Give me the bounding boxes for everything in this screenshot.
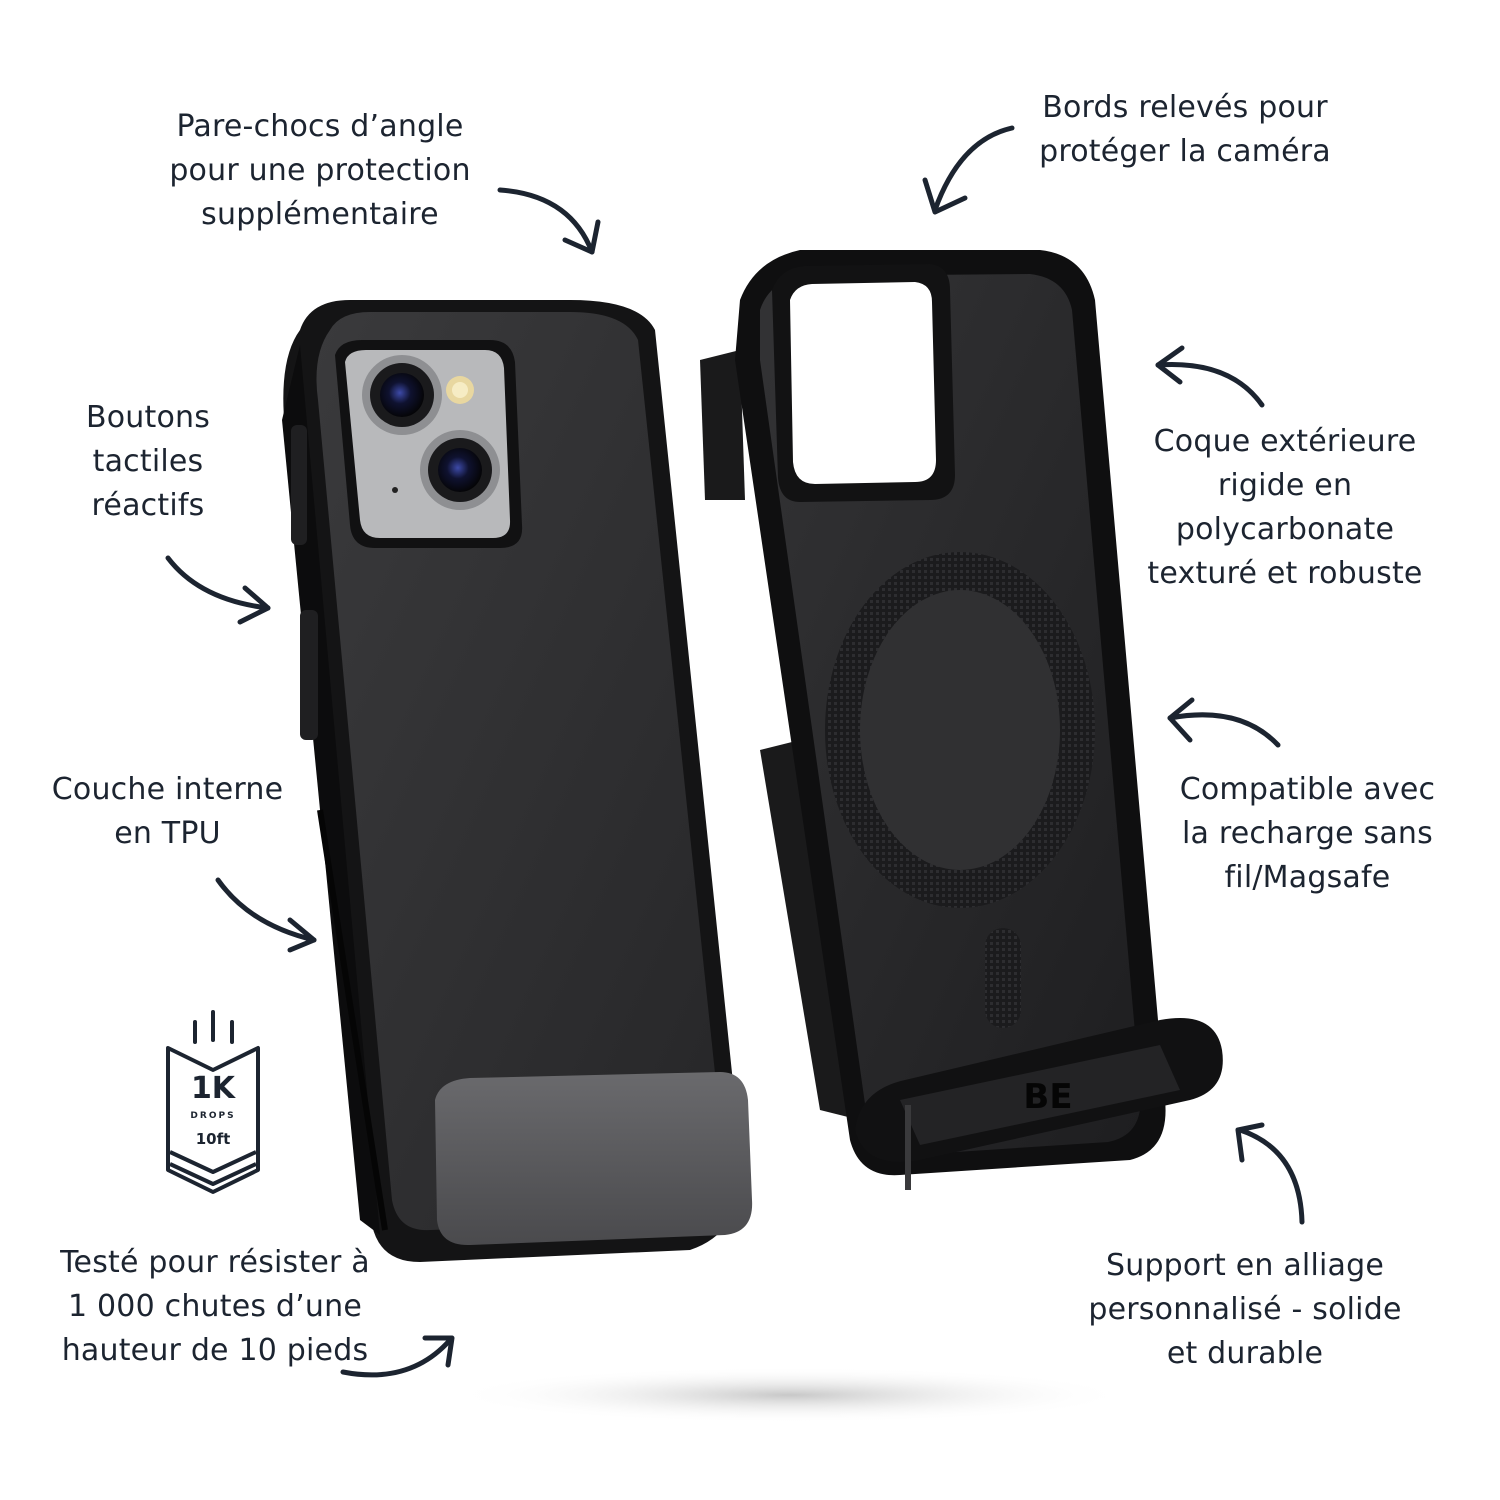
arrow-icon [922,125,1015,215]
callout-line: tactiles [92,444,204,479]
floor-shadow [450,1367,1130,1423]
callout-line: fil/Magsafe [1224,860,1391,895]
callout-outer-shell: Coque extérieure rigide en polycarbonate… [1140,420,1430,596]
left-kickstand [435,1072,753,1246]
case-logo: BE [1023,1077,1072,1117]
camera-lens-icon [438,448,482,492]
arrow-icon [1167,697,1281,748]
badge-height: 10ft [196,1130,231,1148]
callout-magsafe: Compatible avec la recharge sans fil/Mag… [1170,768,1445,900]
callout-line: rigide en [1217,468,1353,503]
callout-line: Testé pour résister à [60,1245,370,1280]
callout-line: polycarbonate [1175,512,1395,547]
badge-sub: DROPS [190,1111,235,1121]
callout-line: Bords relevés pour [1042,90,1328,125]
callout-line: Coque extérieure [1153,424,1417,459]
callout-kickstand: Support en alliage personnalisé - solide… [1080,1244,1410,1376]
arrow-icon [497,187,601,255]
arrow-icon [1155,345,1265,408]
arrow-icon [340,1335,455,1378]
callout-line: réactifs [91,488,205,523]
arrow-icon [215,877,317,953]
callout-line: texturé et robuste [1147,556,1423,591]
callout-line: Support en alliage [1105,1248,1384,1283]
callout-line: en TPU [114,816,221,851]
camera-hole-opening [790,282,936,484]
callout-corner-bumpers: Pare-chocs d’angle pour une protection s… [160,105,480,237]
callout-line: hauteur de 10 pieds [61,1333,369,1368]
callout-line: et durable [1166,1336,1324,1371]
badge-main: 1K [191,1071,237,1106]
arrow-icon [165,555,271,625]
callout-line: Couche interne [51,772,284,807]
magsafe-alignment-icon [985,928,1021,1028]
callout-raised-edges: Bords relevés pour protéger la caméra [1030,86,1340,174]
arrow-icon [1235,1122,1305,1225]
callout-line: Pare-chocs d’angle [176,109,464,144]
callout-line: Boutons [85,400,211,435]
callout-line: 1 000 chutes d’une [68,1289,362,1324]
side-button [300,610,318,740]
callout-line: la recharge sans [1182,816,1433,851]
callout-line: pour une protection [169,153,471,188]
callout-inner-layer: Couche interne en TPU [40,768,295,856]
callout-line: Compatible avec [1179,772,1436,807]
side-button [291,425,307,545]
callout-line: protéger la caméra [1039,134,1331,169]
callout-line: supplémentaire [201,197,439,232]
magsafe-ring-icon [825,552,1095,908]
camera-lens-icon [380,373,424,417]
callout-drop-tested: Testé pour résister à 1 000 chutes d’une… [45,1241,385,1373]
right-case: BE [700,250,1223,1190]
callout-buttons: Boutons tactiles réactifs [58,396,238,528]
callout-line: personnalisé - solide [1088,1292,1402,1327]
drop-test-badge-icon: 1K DROPS 10ft [166,1010,260,1194]
left-case [282,300,753,1262]
